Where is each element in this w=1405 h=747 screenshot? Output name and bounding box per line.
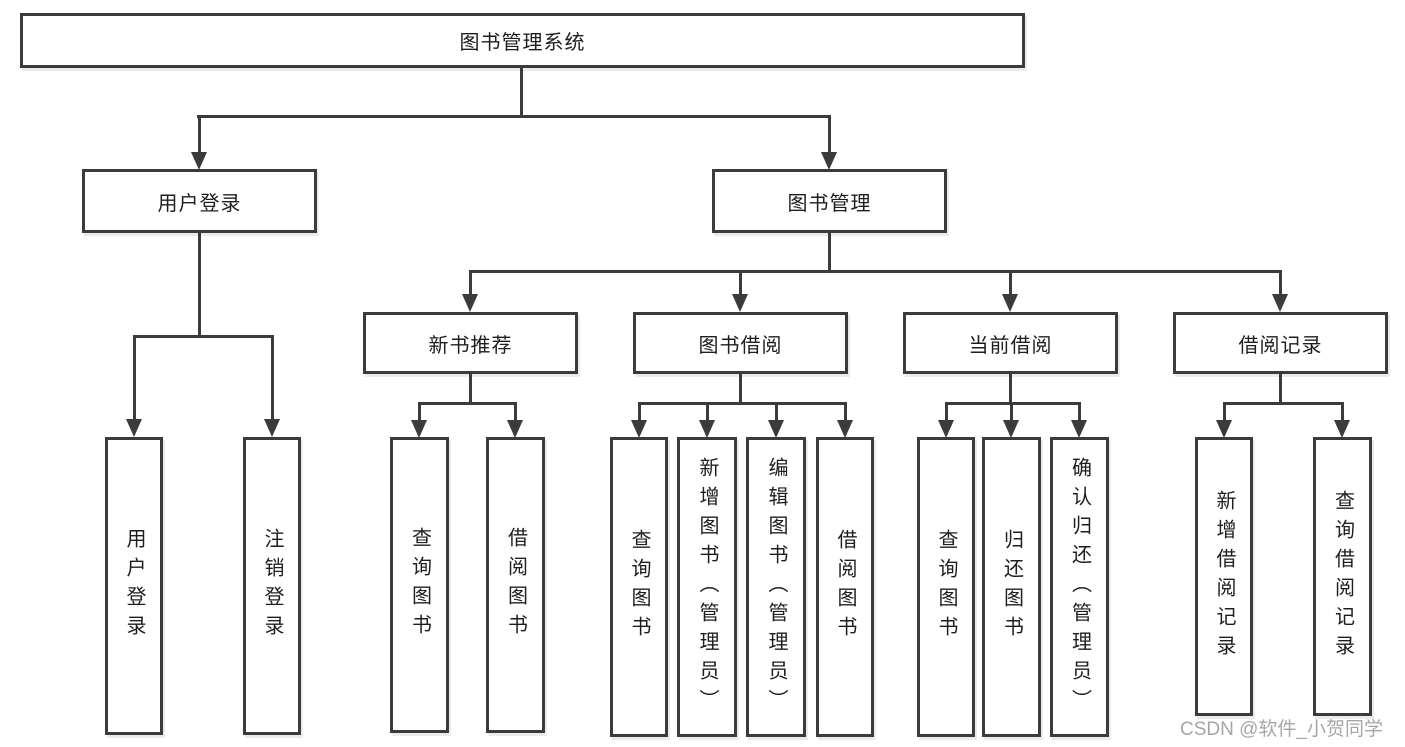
- node-query-books-a: 查询图书: [390, 437, 449, 733]
- connector-line: [706, 402, 709, 422]
- connector-line: [198, 233, 201, 338]
- node-label: 新书推荐: [428, 334, 513, 357]
- node-label: 查询图书: [408, 527, 431, 643]
- connector-line: [1078, 402, 1081, 422]
- connector-line: [271, 335, 274, 420]
- connector-line: [418, 402, 421, 422]
- connector-line: [828, 115, 831, 155]
- arrowhead-down-icon: [837, 420, 853, 438]
- node-user-login-action: 用户登录: [105, 437, 163, 735]
- connector-line: [1223, 402, 1226, 422]
- arrowhead-down-icon: [768, 420, 784, 438]
- connector-line: [1009, 270, 1012, 296]
- connector-line: [1010, 402, 1013, 422]
- node-label: 用户登录: [157, 192, 242, 215]
- node-book-borrowing: 图书借阅: [633, 312, 848, 374]
- node-query-borrow-record: 查询借阅记录: [1313, 437, 1372, 716]
- node-label: 确认归还（管理员）: [1068, 456, 1091, 718]
- arrowhead-down-icon: [264, 419, 280, 437]
- connector-line: [638, 402, 847, 405]
- node-query-books-b: 查询图书: [610, 437, 668, 737]
- node-label: 图书管理: [787, 192, 872, 215]
- connector-line: [197, 115, 831, 118]
- arrowhead-down-icon: [126, 419, 142, 437]
- node-label: 图书借阅: [698, 334, 783, 357]
- arrowhead-down-icon: [507, 420, 523, 438]
- connector-line: [469, 270, 472, 296]
- connector-line: [520, 68, 523, 118]
- node-book-management: 图书管理: [712, 169, 947, 233]
- node-borrow-books-b: 借阅图书: [816, 437, 874, 737]
- connector-line: [775, 402, 778, 422]
- connector-line: [945, 402, 1081, 405]
- node-add-books-admin: 新增图书（管理员）: [677, 437, 737, 737]
- node-label: 图书管理系统: [459, 32, 586, 54]
- connector-line: [844, 402, 847, 422]
- node-label: 当前借阅: [968, 334, 1053, 357]
- node-label: 归还图书: [1000, 529, 1023, 645]
- node-label: 新增借阅记录: [1213, 489, 1235, 664]
- node-label: 借阅图书: [504, 527, 527, 643]
- csdn-watermark: CSDN @软件_小贺同学: [1180, 719, 1383, 740]
- node-label: 注销登录: [261, 528, 283, 644]
- connector-line: [133, 335, 274, 338]
- connector-line: [1341, 402, 1344, 422]
- connector-line: [514, 402, 517, 422]
- arrowhead-down-icon: [191, 152, 207, 170]
- connector-line: [1223, 402, 1344, 405]
- node-logout-action: 注销登录: [243, 437, 301, 735]
- node-borrow-books-a: 借阅图书: [486, 437, 545, 733]
- arrowhead-down-icon: [1003, 420, 1019, 438]
- arrowhead-down-icon: [1334, 420, 1350, 438]
- connector-line: [469, 270, 1282, 273]
- node-new-book-recommend: 新书推荐: [363, 312, 578, 374]
- connector-line: [945, 402, 948, 422]
- arrowhead-down-icon: [631, 420, 647, 438]
- node-label: 用户登录: [123, 528, 145, 644]
- connector-line: [1279, 374, 1282, 405]
- connector-line: [828, 233, 831, 273]
- connector-line: [198, 115, 201, 155]
- arrowhead-down-icon: [732, 294, 748, 312]
- connector-line: [1009, 374, 1012, 405]
- node-label: 查询借阅记录: [1331, 489, 1354, 664]
- connector-line: [418, 402, 517, 405]
- node-root-library-system: 图书管理系统: [20, 13, 1025, 68]
- arrowhead-down-icon: [1216, 420, 1232, 438]
- arrowhead-down-icon: [1272, 294, 1288, 312]
- node-label: 新增图书（管理员）: [696, 456, 718, 718]
- connector-line: [1279, 270, 1282, 296]
- arrowhead-down-icon: [1002, 294, 1018, 312]
- arrowhead-down-icon: [1071, 420, 1087, 438]
- node-confirm-return-admin: 确认归还（管理员）: [1050, 437, 1109, 737]
- node-query-books-c: 查询图书: [917, 437, 975, 737]
- arrowhead-down-icon: [462, 294, 478, 312]
- connector-line: [133, 335, 136, 420]
- node-current-borrowing: 当前借阅: [903, 312, 1118, 374]
- node-label: 查询图书: [628, 529, 650, 645]
- node-borrow-records: 借阅记录: [1173, 312, 1388, 374]
- arrowhead-down-icon: [821, 152, 837, 170]
- node-return-books: 归还图书: [982, 437, 1041, 737]
- node-label: 查询图书: [935, 529, 957, 645]
- arrowhead-down-icon: [699, 420, 715, 438]
- connector-line: [739, 270, 742, 296]
- connector-line: [469, 374, 472, 405]
- arrowhead-down-icon: [411, 420, 427, 438]
- node-label: 编辑图书（管理员）: [765, 456, 787, 718]
- node-add-borrow-record: 新增借阅记录: [1195, 437, 1253, 716]
- arrowhead-down-icon: [938, 420, 954, 438]
- node-user-login: 用户登录: [82, 169, 317, 233]
- node-label: 借阅记录: [1238, 334, 1323, 357]
- node-edit-books-admin: 编辑图书（管理员）: [746, 437, 806, 737]
- connector-line: [739, 374, 742, 405]
- node-label: 借阅图书: [834, 529, 856, 645]
- connector-line: [638, 402, 641, 422]
